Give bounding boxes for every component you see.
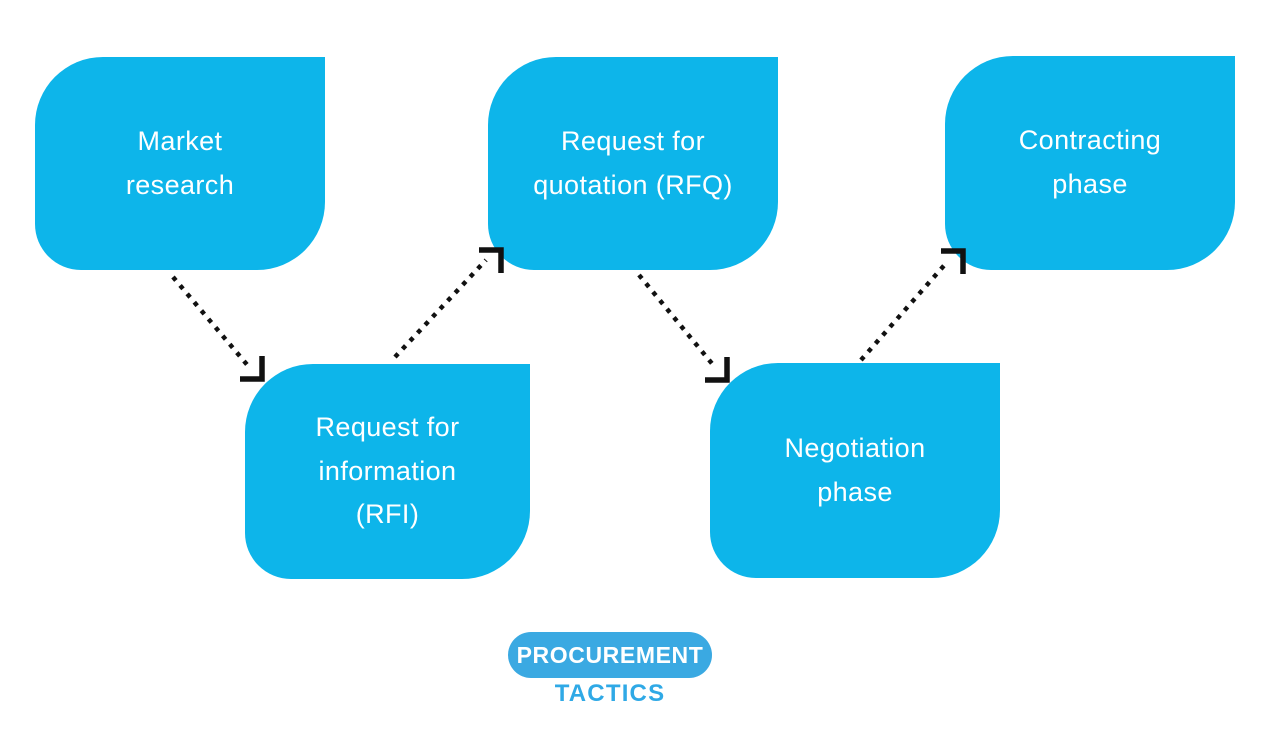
node-label-line: phase <box>1052 169 1128 199</box>
logo-badge: PROCUREMENT <box>508 632 712 678</box>
node-label-line: phase <box>817 476 893 507</box>
arrowhead-down-right-icon <box>705 357 730 383</box>
dotted-line <box>859 259 950 362</box>
node-label-line: Request for <box>315 411 460 442</box>
node-label-line: quotation (RFQ) <box>533 169 733 200</box>
node-request-for-quotation: Request for quotation (RFQ) <box>488 57 778 270</box>
node-market-research: Market research <box>35 57 325 270</box>
node-label-line: Negotiation <box>784 432 926 463</box>
arrowhead-down-right-icon <box>240 356 265 382</box>
arrow-negotiation-to-contracting <box>859 248 966 362</box>
node-label-line: Market <box>137 125 223 156</box>
dotted-line <box>637 273 716 368</box>
logo-subtext: TACTICS <box>554 680 666 707</box>
dotted-line <box>171 275 251 369</box>
arrow-rfq-to-negotiation <box>637 273 730 383</box>
dotted-line <box>393 258 488 359</box>
logo-badge-text: PROCUREMENT <box>516 641 704 668</box>
arrow-rfi-to-rfq <box>393 247 504 359</box>
node-request-for-information: Request for information (RFI) <box>245 364 530 579</box>
node-label-line: Request for <box>561 125 705 156</box>
node-label-line: (RFI) <box>355 499 420 530</box>
node-label-line: Contracting <box>1018 125 1162 156</box>
node-contracting-phase: Contracting phase <box>945 56 1235 270</box>
node-negotiation-phase: Negotiation phase <box>710 363 1000 578</box>
node-label-line: information <box>318 455 457 486</box>
arrow-market-to-rfi <box>171 275 265 382</box>
node-label-line: research <box>125 169 235 200</box>
